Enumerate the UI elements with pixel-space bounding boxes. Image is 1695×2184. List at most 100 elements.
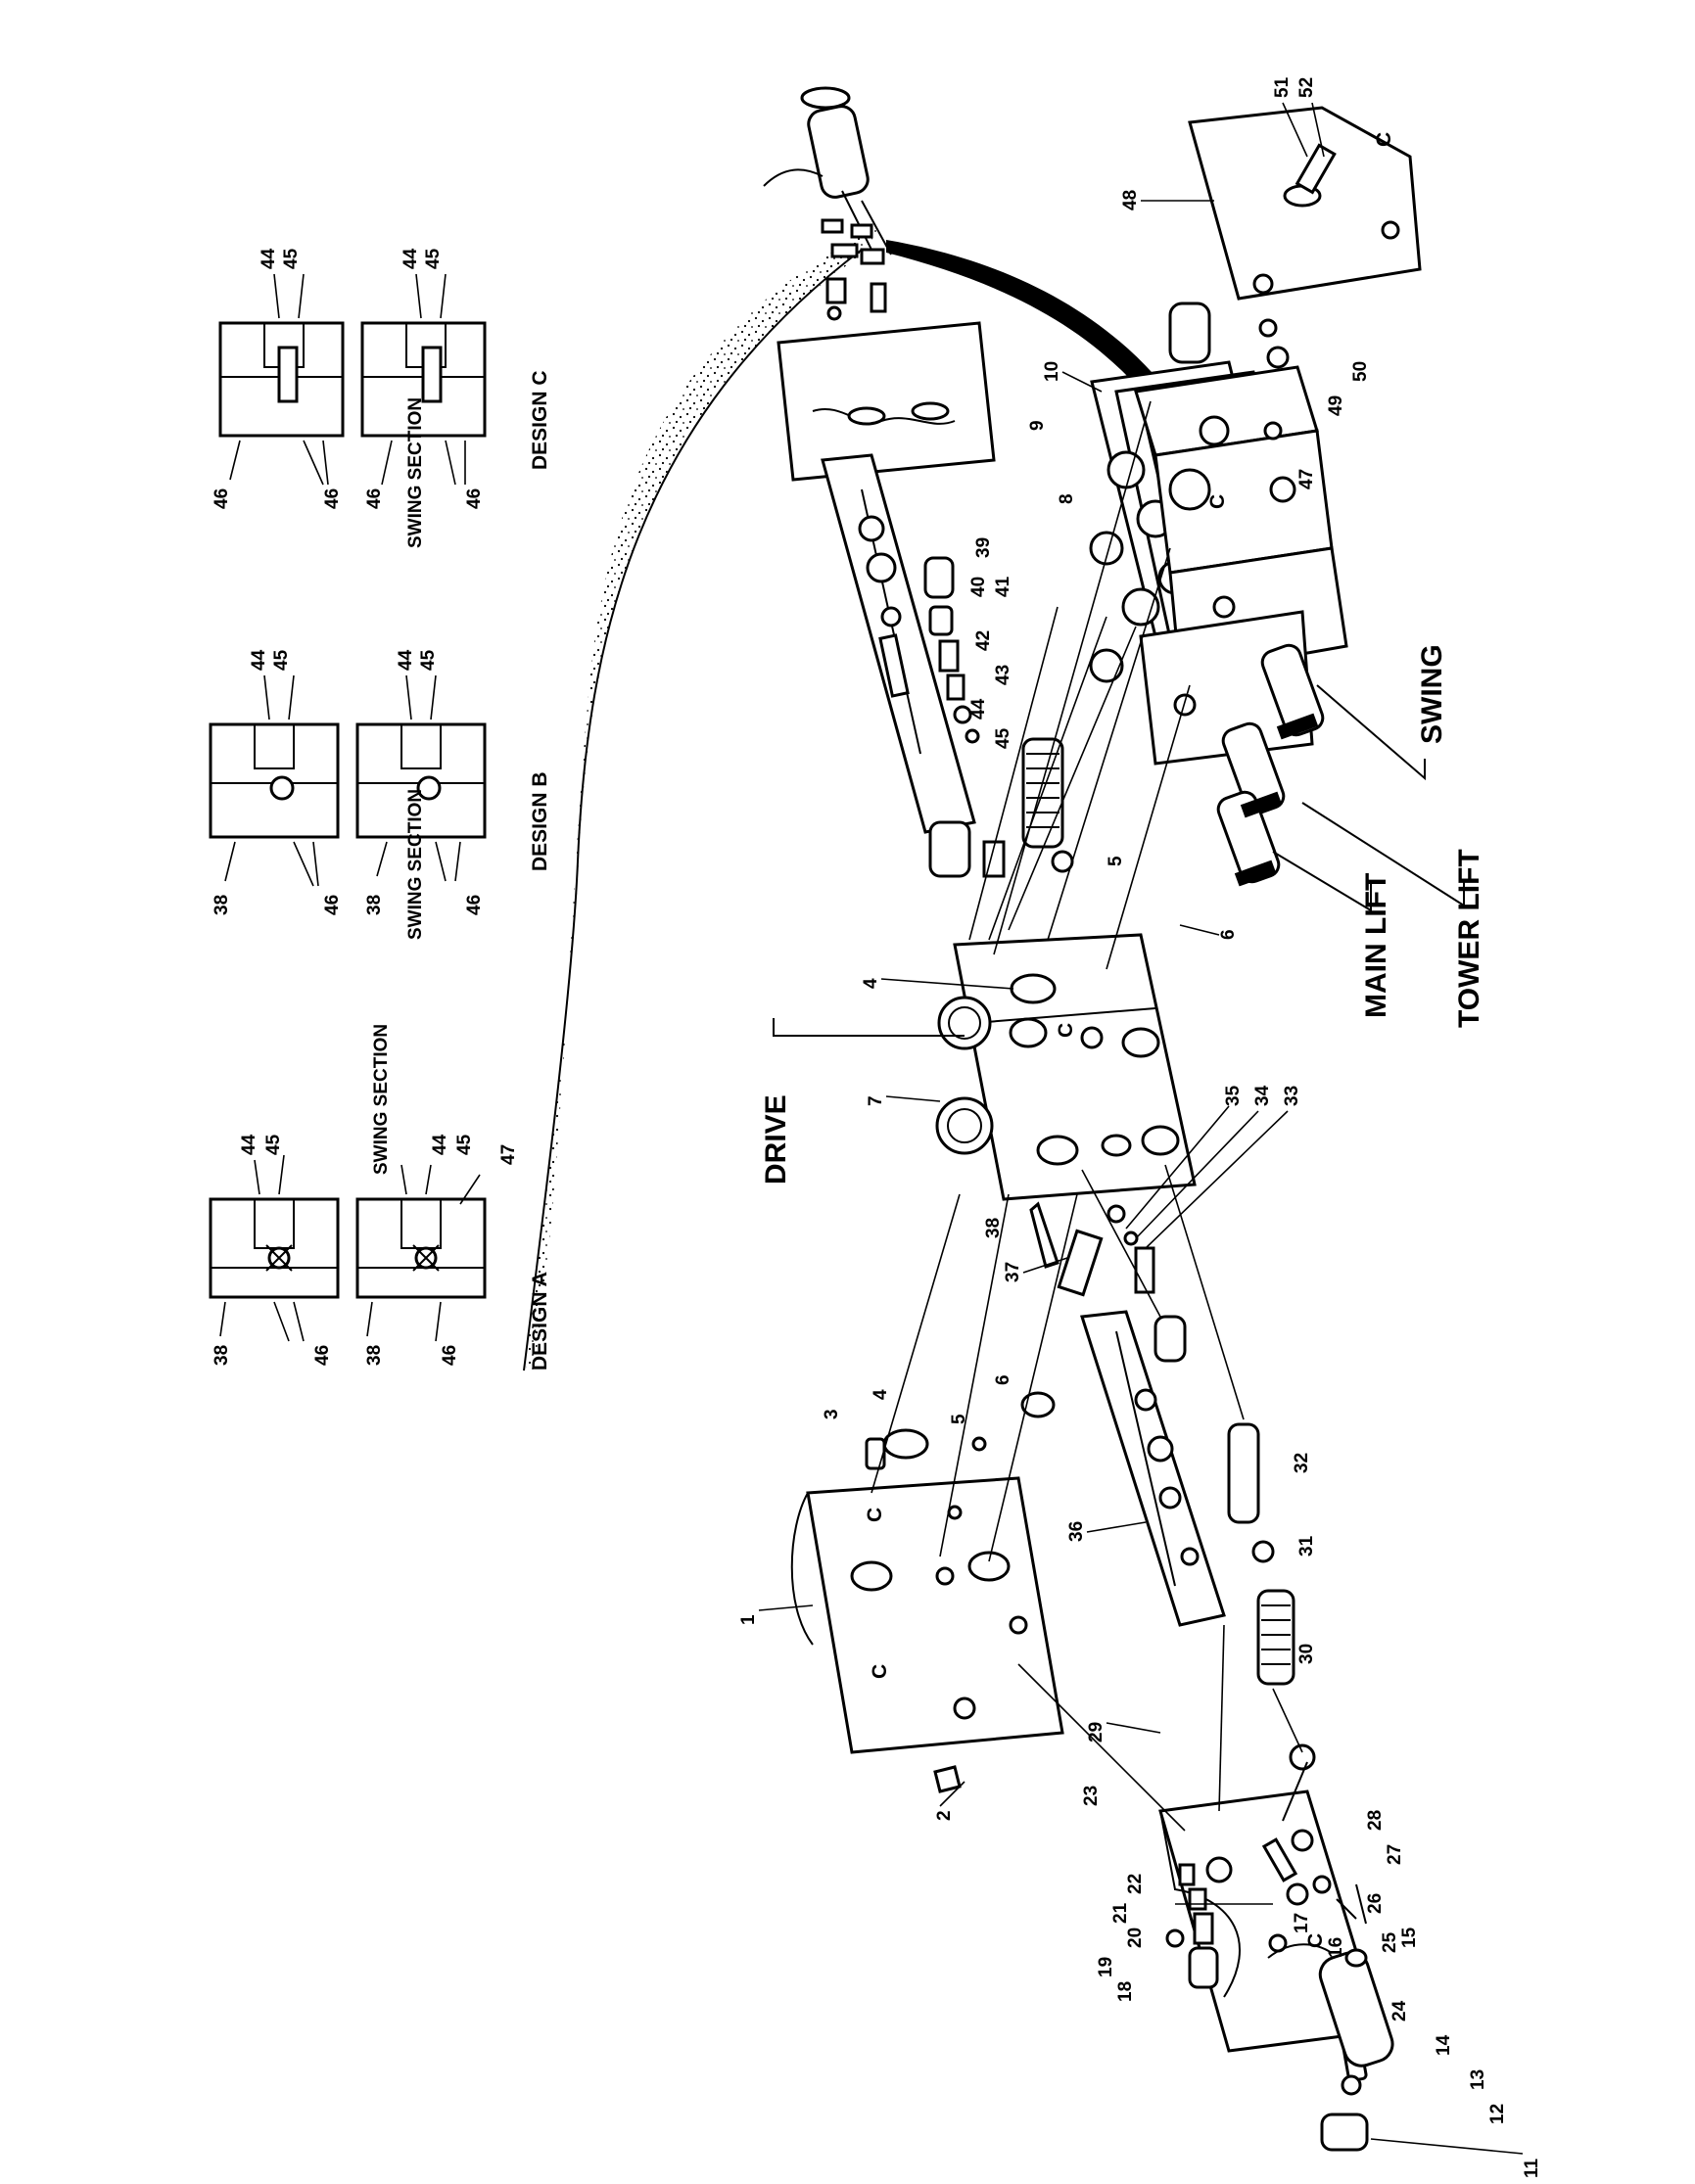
callout-5b: 5 xyxy=(1106,856,1126,866)
callout-37: 37 xyxy=(1003,1262,1023,1282)
part-3 xyxy=(865,1437,886,1470)
callout-21: 21 xyxy=(1110,1902,1131,1924)
spool-cap-body xyxy=(777,321,996,482)
inlet-parts-2-6 xyxy=(865,1391,1056,1793)
design-c-spring-2 xyxy=(421,346,443,403)
callout-14: 14 xyxy=(1434,2034,1454,2056)
design-b-num-45: 45 xyxy=(271,649,292,671)
stack-port-3 xyxy=(1121,587,1160,627)
callout-22: 22 xyxy=(1125,1874,1146,1894)
block-mark-cap: C xyxy=(1373,132,1395,147)
part-44 xyxy=(953,705,972,724)
tower-lift-spool-end xyxy=(1221,721,1286,815)
callout-35: 35 xyxy=(1223,1085,1244,1106)
callout-49: 49 xyxy=(1326,395,1346,416)
tower-lift-label: TOWER LIFT xyxy=(1453,849,1485,1028)
swing-spool-end xyxy=(1260,643,1325,737)
part-47 xyxy=(1263,421,1283,441)
callout-41: 41 xyxy=(993,576,1013,597)
callout-20: 20 xyxy=(1125,1928,1146,1948)
part-40 xyxy=(928,605,954,636)
lower-spool-tray xyxy=(1080,1310,1226,1627)
callout-13: 13 xyxy=(1468,2069,1488,2090)
part-43 xyxy=(946,674,965,701)
design-c-num-46b: 46 xyxy=(322,488,343,509)
part-5 xyxy=(971,1436,987,1452)
callout-25: 25 xyxy=(1380,1931,1400,1953)
stippled-flow-edge xyxy=(523,249,863,1371)
design-a-detail: DESIGN A 44 45 38 46 SWING SECTION 44 45… xyxy=(209,1024,551,1371)
design-c-swing-label: SWING SECTION xyxy=(405,397,426,548)
callout-12: 12 xyxy=(1487,2104,1508,2124)
design-b-ball-1 xyxy=(269,775,295,801)
part-22 xyxy=(1178,1863,1196,1886)
drive-label: DRIVE xyxy=(760,1094,792,1185)
drive-port-7 xyxy=(935,1096,994,1155)
stack-port-1 xyxy=(1106,450,1146,489)
part-11 xyxy=(1320,2113,1369,2152)
callout-52: 52 xyxy=(1296,77,1317,98)
design-c-spring-1 xyxy=(277,346,299,403)
callout-39: 39 xyxy=(973,537,994,558)
lower-spool-tray-body xyxy=(1080,1310,1226,1627)
part-bolt xyxy=(1134,1246,1155,1294)
design-insets: DESIGN A 44 45 38 46 SWING SECTION 44 45… xyxy=(209,248,551,1371)
callout-18: 18 xyxy=(1115,1981,1136,2002)
part-4 xyxy=(882,1428,929,1460)
design-a-swing-label: SWING SECTION xyxy=(371,1024,392,1175)
part-18 xyxy=(1188,1946,1219,1989)
design-b-ball-2 xyxy=(416,775,442,801)
callout-23: 23 xyxy=(1081,1786,1102,1806)
block-mark-inlet-2: C xyxy=(869,1664,891,1679)
part-14 xyxy=(1318,1951,1394,2068)
part-30 xyxy=(1256,1589,1295,1686)
design-c-num-44: 44 xyxy=(259,248,279,269)
callout-2: 2 xyxy=(934,1810,955,1821)
design-a-num-46b: 46 xyxy=(440,1345,460,1366)
callout-8: 8 xyxy=(1057,493,1077,504)
block-mark-outlet: C xyxy=(1304,1933,1327,1948)
part-42 xyxy=(938,639,960,673)
callout-26: 26 xyxy=(1365,1893,1386,1914)
design-b-num-46b: 46 xyxy=(464,895,485,915)
main-lift-label: MAIN LIFT xyxy=(1360,873,1392,1018)
part-39 xyxy=(923,556,955,599)
part-50 xyxy=(1258,318,1278,338)
callout-34: 34 xyxy=(1252,1085,1273,1106)
callout-15: 15 xyxy=(1399,1927,1420,1948)
callout-32: 32 xyxy=(1292,1453,1312,1473)
lower-middle-parts xyxy=(1029,1201,1155,1297)
callout-9: 9 xyxy=(1027,420,1048,431)
part-21 xyxy=(1188,1887,1207,1911)
inlet-block xyxy=(790,1476,1064,1754)
callout-19: 19 xyxy=(1096,1957,1116,1977)
callout-11: 11 xyxy=(1522,2158,1542,2178)
design-a-num-45b: 45 xyxy=(454,1134,475,1155)
design-b-num-46: 46 xyxy=(322,895,343,915)
design-c-num-45b: 45 xyxy=(423,248,444,269)
callout-30: 30 xyxy=(1296,1644,1317,1664)
bottom-solenoid-assembly xyxy=(1261,1837,1394,2152)
callout-47: 47 xyxy=(1296,469,1317,489)
top-solenoid-small-parts xyxy=(821,218,887,321)
design-b-title: DESIGN B xyxy=(529,771,551,871)
callout-10: 10 xyxy=(1042,361,1062,382)
swing-label: SWING xyxy=(1416,644,1448,744)
callout-17: 17 xyxy=(1292,1913,1312,1933)
part-49 xyxy=(1266,346,1290,369)
callout-29: 29 xyxy=(1086,1722,1106,1743)
callout-16: 16 xyxy=(1326,1937,1346,1958)
design-a-num-45: 45 xyxy=(263,1134,284,1155)
part-17 xyxy=(1286,1882,1309,1906)
block-mark-drive: C xyxy=(1055,1023,1077,1038)
spool-end-cap xyxy=(928,820,971,878)
tower-lift-block xyxy=(1139,610,1314,766)
part-6 xyxy=(1020,1391,1056,1418)
drive-port-top xyxy=(937,996,992,1050)
callout-31: 31 xyxy=(1296,1535,1317,1557)
main-lift-spool-end xyxy=(1216,790,1281,884)
design-a-num-38b: 38 xyxy=(364,1345,385,1366)
callout-5: 5 xyxy=(949,1414,969,1424)
callout-40: 40 xyxy=(968,577,989,597)
